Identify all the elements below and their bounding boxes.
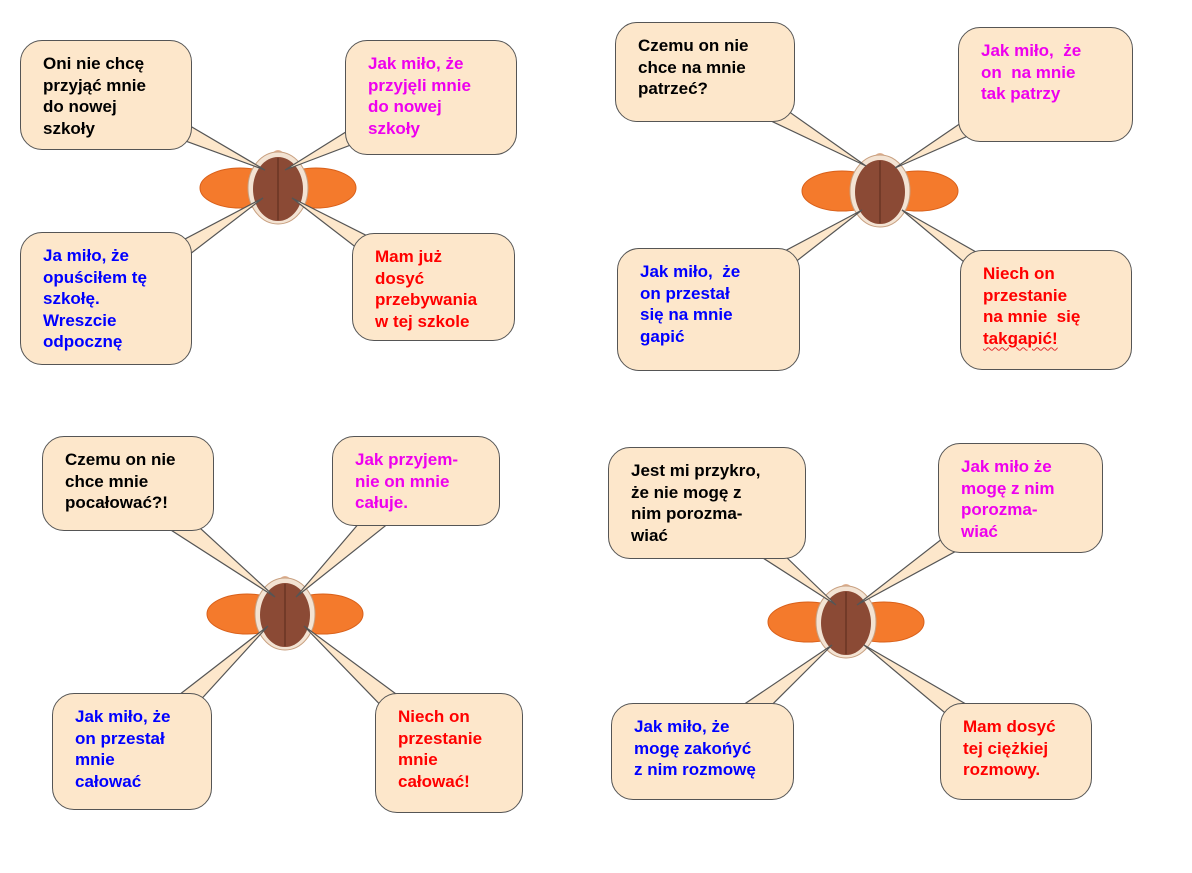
speech-bubble: Czemu on nie chce mnie pocałować?! (42, 436, 214, 531)
bubble-text-line: Jak miło, że (368, 54, 464, 73)
bubble-text-line: z nim rozmowę (634, 760, 756, 779)
bubble-text-line: dosyć (375, 268, 425, 288)
speech-bubble: Jak miło, że on przestał się na mnie gapić (617, 248, 800, 371)
speech-bubble: Mam dosyć tej ciężkiej rozmowy. (940, 703, 1092, 800)
bubble-text-line: przestanie (398, 728, 483, 748)
bubble-text-line: Jak miło, że (981, 41, 1082, 60)
bubble-text-line: całować! (398, 771, 470, 791)
bubble-text-line: szkołę. (43, 289, 100, 308)
bubble-text-line: on na mnie (981, 62, 1076, 82)
bubble-text-line: Oni nie chcę (43, 54, 145, 73)
brain-icon (206, 576, 364, 651)
brain-icon (767, 584, 925, 659)
bubble-text-line: chce mnie (65, 471, 149, 491)
brain-icon (199, 150, 357, 225)
bubble-text-line: mogę zakońyć (634, 738, 752, 758)
bubble-text-line: Mam już (375, 247, 443, 266)
bubble-text-line: porozma- (961, 500, 1038, 519)
bubble-text-line: do nowej (43, 97, 117, 116)
bubble-text-line: takgapić! (983, 328, 1058, 348)
bubble-text-line: Jak miło, że (634, 717, 730, 736)
bubble-text-line: wiać (961, 521, 998, 541)
brain-icon (801, 153, 959, 228)
bubble-text-line: mnie (398, 750, 438, 769)
bubble-text-line: Wreszcie (43, 310, 117, 330)
bubble-text-line: opuściłem tę (43, 267, 147, 287)
bubble-text-line: nie on mnie (355, 471, 450, 491)
bubble-text-line: mnie (75, 750, 115, 769)
bubble-text-line: Niech on (398, 707, 470, 726)
bubble-text-line: na mnie się (983, 307, 1081, 326)
bubble-text-line: on przestał (75, 728, 165, 748)
bubble-text-line: przyjąć mnie (43, 75, 146, 95)
speech-bubble: Jak przyjem-nie on mnie całuje. (332, 436, 500, 526)
speech-bubble: Jak miło że mogę z nim porozma-wiać (938, 443, 1103, 553)
bubble-text-line: całować (75, 771, 142, 791)
bubble-text-line: przyjęli mnie (368, 75, 471, 95)
bubble-text-line: tej ciężkiej (963, 738, 1049, 758)
speech-bubble: Ja miło, że opuściłem tę szkołę. Wreszcie od… (20, 232, 192, 365)
bubble-text-line: gapić (640, 326, 685, 346)
speech-bubble: Mam już dosyć przebywania w tej szkole (352, 233, 515, 341)
speech-bubble: Jak miło, że on na mnie tak patrzy (958, 27, 1133, 142)
speech-bubble: Niech on przestanie mnie całować! (375, 693, 523, 813)
speech-bubble: Jak miło, że przyjęli mnie do nowej szkoły (345, 40, 517, 155)
bubble-text-line: Jest mi przykro, (631, 461, 761, 480)
bubble-text-line: odpocznę (43, 332, 123, 351)
bubble-text-line: Jak przyjem- (355, 450, 458, 469)
speech-bubble: Niech on przestanie na mnie się takgapić! (960, 250, 1132, 370)
bubble-text-line: się na mnie (640, 305, 733, 324)
bubble-text-line: Ja miło, że (43, 246, 129, 265)
bubble-text-line: mogę z nim (961, 478, 1055, 498)
bubble-text-line: Jak miło, że (75, 707, 171, 726)
bubble-text-line: całuje. (355, 493, 408, 512)
bubble-text-line: chce na mnie (638, 57, 746, 77)
bubble-text-line: szkoły (43, 118, 95, 138)
bubble-text-line: że nie mogę z (631, 482, 742, 502)
bubble-text-line: rozmowy. (963, 760, 1041, 779)
bubble-text-line: Mam dosyć (963, 717, 1056, 736)
bubble-text-line: wiać (631, 525, 668, 545)
bubble-text-line: do nowej (368, 97, 442, 116)
bubble-text-line: patrzeć? (638, 79, 708, 98)
bubble-text-line: Niech on (983, 264, 1055, 283)
bubble-text-line: w tej szkole (375, 311, 470, 331)
bubble-text-line: pocałować?! (65, 493, 168, 512)
bubble-text-line: szkoły (368, 118, 420, 138)
speech-bubble: Jak miło, że on przestał mnie całować (52, 693, 212, 810)
bubble-text-line: Jak miło że (961, 457, 1052, 476)
bubble-text-line: przebywania (375, 290, 478, 309)
speech-bubble: Czemu on nie chce na mnie patrzeć? (615, 22, 795, 122)
bubble-text-line: on przestał (640, 283, 730, 303)
bubble-text-line: nim porozma- (631, 504, 743, 523)
speech-bubble: Oni nie chcę przyjąć mnie do nowej szkoły (20, 40, 192, 150)
bubble-text-line: Czemu on nie (65, 450, 176, 469)
bubble-text-line: tak patrzy (981, 84, 1061, 103)
bubble-text-line: Jak miło, że (640, 262, 741, 281)
speech-bubble: Jak miło, że mogę zakońyć z nim rozmowę (611, 703, 794, 800)
bubble-text-line: przestanie (983, 285, 1068, 305)
speech-bubble: Jest mi przykro, że nie mogę z nim porozma… (608, 447, 806, 559)
bubble-text-line: Czemu on nie (638, 36, 749, 55)
